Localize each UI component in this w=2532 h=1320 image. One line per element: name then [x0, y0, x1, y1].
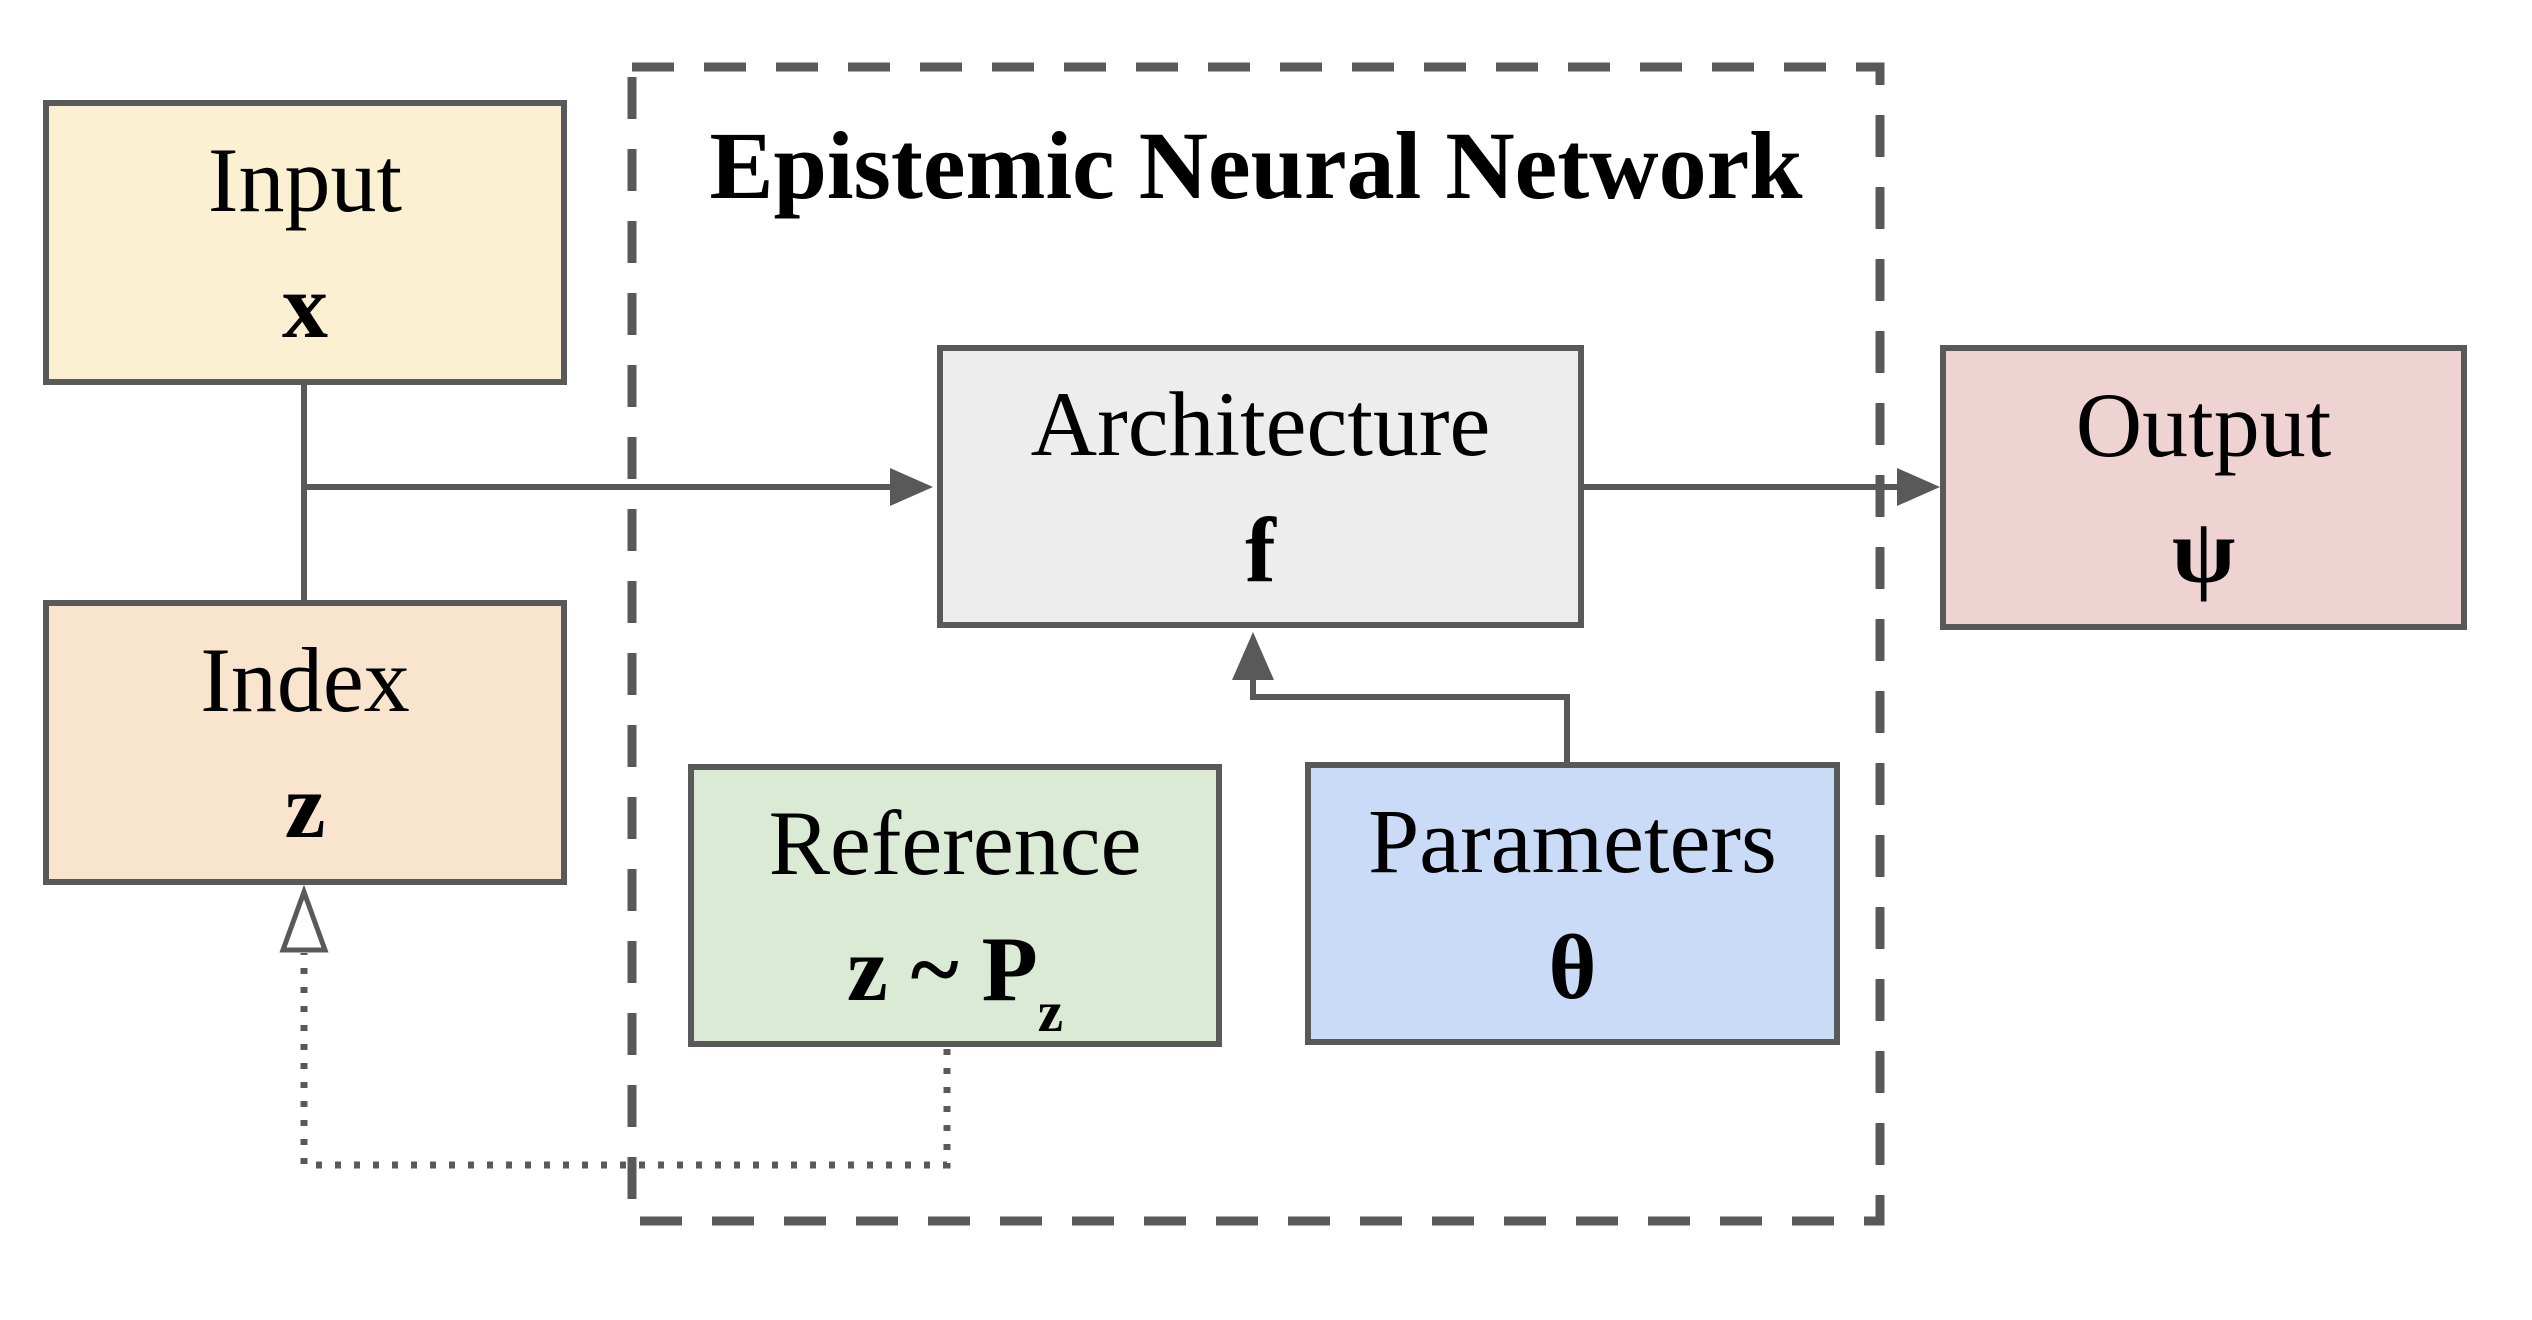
- parameters-symbol: θ: [1548, 915, 1597, 1018]
- index-box: Index z: [43, 600, 567, 885]
- reference-symbol-main: z ~ P: [846, 917, 1038, 1020]
- enn-dashed-border: [627, 62, 1885, 1226]
- enn-title: Epistemic Neural Network: [709, 112, 1803, 219]
- architecture-symbol: f: [1245, 498, 1276, 601]
- reference-symbol-subscript: z: [1037, 981, 1064, 1045]
- arrowhead-into-architecture-bottom: [1232, 632, 1274, 680]
- output-label: Output: [2075, 373, 2332, 476]
- output-box: Output ψ: [1940, 345, 2467, 630]
- reference-symbol: z ~ Pz: [847, 923, 1063, 1042]
- input-box: Input x: [43, 100, 567, 385]
- arrowhead-into-output: [1897, 468, 1940, 506]
- architecture-box: Architecture f: [937, 345, 1584, 628]
- input-label: Input: [207, 128, 403, 231]
- index-symbol: z: [284, 754, 326, 857]
- arrowhead-into-architecture-left: [890, 468, 933, 506]
- edge-reference-to-index-dotted: [300, 953, 951, 1169]
- output-symbol: ψ: [2171, 499, 2236, 602]
- reference-box: Reference z ~ Pz: [688, 764, 1222, 1047]
- hollow-arrowhead-into-index: [279, 884, 329, 953]
- parameters-box: Parameters θ: [1305, 762, 1840, 1045]
- input-symbol: x: [282, 254, 328, 357]
- parameters-label: Parameters: [1368, 789, 1777, 892]
- architecture-label: Architecture: [1030, 372, 1491, 475]
- reference-label: Reference: [768, 791, 1142, 894]
- edge-parameters-to-architecture: [1250, 674, 1570, 764]
- index-label: Index: [200, 628, 410, 731]
